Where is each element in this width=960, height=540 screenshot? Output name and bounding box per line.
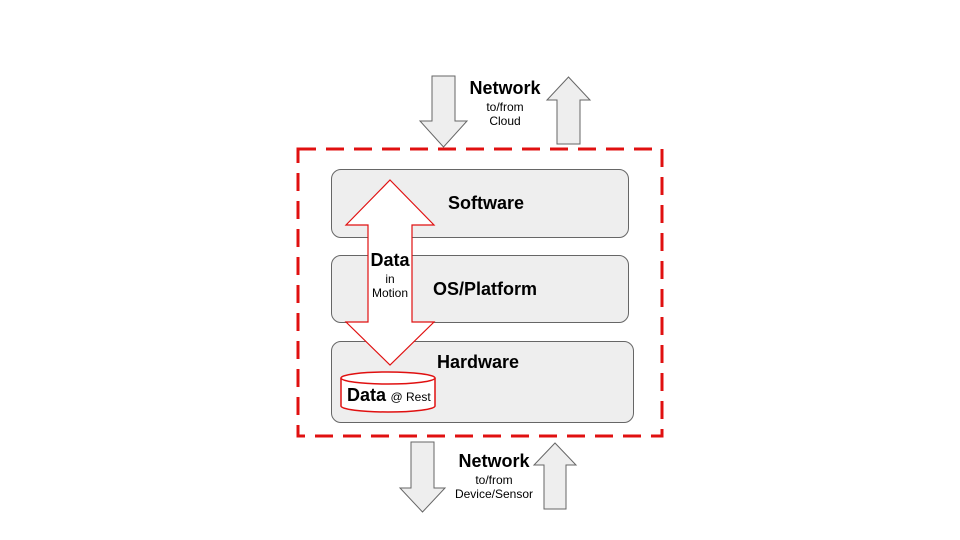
data-at-rest-title: Data <box>347 385 387 405</box>
data-at-rest-cylinder <box>340 371 436 413</box>
network-cloud-line1: to/from <box>486 99 524 114</box>
data-in-motion-label: Data in Motion <box>366 250 414 300</box>
network-device-up-arrow <box>532 442 578 510</box>
network-cloud-up-arrow <box>545 76 592 145</box>
data-in-motion-line2: Motion <box>371 285 409 300</box>
network-device-line1: to/from <box>475 472 513 487</box>
data-at-rest-label: Data @ Rest <box>347 385 431 407</box>
network-cloud-down-arrow <box>418 75 469 148</box>
network-cloud-line2: Cloud <box>489 113 521 128</box>
data-in-motion-title: Data <box>370 250 410 270</box>
data-in-motion-arrow <box>344 179 436 366</box>
os-platform-label: OS/Platform <box>433 279 538 299</box>
network-cloud-title: Network <box>469 78 541 98</box>
network-cloud-label: Network to/from Cloud <box>465 78 545 128</box>
network-device-label: Network to/from Device/Sensor <box>444 451 544 501</box>
software-label: Software <box>448 193 525 213</box>
network-device-down-arrow <box>398 441 447 513</box>
data-at-rest-suffix: @ Rest <box>390 390 431 404</box>
data-in-motion-line1: in <box>385 271 395 286</box>
trust-boundary <box>296 147 664 438</box>
network-device-title: Network <box>458 451 530 471</box>
hardware-label: Hardware <box>437 352 520 372</box>
network-device-line2: Device/Sensor <box>454 486 534 501</box>
